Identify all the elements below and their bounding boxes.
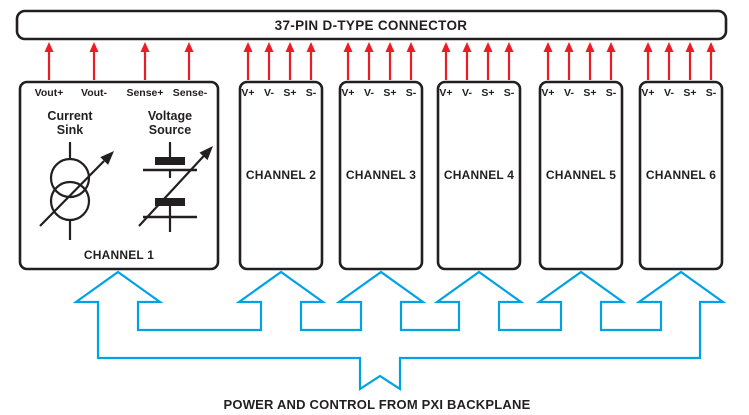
channel-6-pin-label: V- [664,87,674,99]
backplane-caption: POWER AND CONTROL FROM PXI BACKPLANE [224,397,531,412]
channel-6-pin-label: S+ [683,87,696,99]
channel-6-pin-arrow [685,42,695,80]
channel-3-pin-arrow [364,42,374,80]
channel-1-pin-arrow [44,42,54,80]
dtype-connector-box [15,9,728,41]
channel-1-pin-arrow [184,42,194,80]
current-sink-label-line1: Current [47,109,93,123]
channel-5-pin-arrow [606,42,616,80]
channel-4-pin-arrow [483,42,493,80]
channel-2-pin-arrow [306,42,316,80]
channel-3-pin-arrow [406,42,416,80]
current-sink-label-line2: Sink [57,123,83,137]
channel-2-pin-arrow [243,42,253,80]
channel-6-pin-label: V+ [641,87,654,99]
channel-4-pin-arrow [504,42,514,80]
channel-6-pin-arrow [706,42,716,80]
channel-5-pin-arrow [585,42,595,80]
channel-5-box [538,80,624,271]
channel-2-pin-label: S+ [283,87,296,99]
channel-1-pin-label: Sense+ [126,87,163,99]
channel-1-pin-label: Vout- [81,87,108,99]
channel-6-pin-label: S- [706,87,717,99]
channel-5-pin-arrow [564,42,574,80]
channel-4-pin-label: V+ [439,87,452,99]
channel-5-name: CHANNEL 5 [546,168,616,182]
voltage-source-icon [138,142,213,232]
channel-5-pin-label: S+ [583,87,596,99]
channel-6-pin-arrow [643,42,653,80]
channels-group: CHANNEL 1 Vout+ Vout- Sense+ Sense- CHANNEL 2… [18,42,724,271]
dtype-connector-title: 37-PIN D-TYPE CONNECTOR [275,18,468,33]
channel-5-pin-label: S- [606,87,617,99]
channel-4-pin-label: V- [462,87,472,99]
channel-2-name: CHANNEL 2 [246,168,316,182]
channel-4-pin-label: S+ [481,87,494,99]
channel-6-box [638,80,724,271]
power-control-arrow [72,270,727,392]
channel-3-box [338,80,424,271]
channel-1-pin-arrow [140,42,150,80]
channel-1-name: CHANNEL 1 [84,248,154,262]
channel-2-pin-label: S- [306,87,317,99]
channel-3-pin-label: V- [364,87,374,99]
channel-5-pin-label: V+ [541,87,554,99]
channel-5-pin-arrow [543,42,553,80]
current-sink-icon [39,142,114,240]
channel-5-pin-label: V- [564,87,574,99]
voltage-source-label-line1: Voltage [148,109,192,123]
channel-1-pin-label: Vout+ [35,87,64,99]
channel-3-pin-label: V+ [341,87,354,99]
channel-2-pin-label: V- [264,87,274,99]
channel-2-box [238,80,324,271]
channel-4-box [436,80,522,271]
channel-6-name: CHANNEL 6 [646,168,716,182]
channel-2-pin-arrow [264,42,274,80]
channel-1-pin-arrow [89,42,99,80]
channel-3-name: CHANNEL 3 [346,168,416,182]
channel-3-pin-label: S+ [383,87,396,99]
channel-2-pin-label: V+ [241,87,254,99]
channel-3-pin-arrow [343,42,353,80]
channel-4-name: CHANNEL 4 [444,168,514,182]
channel-3-pin-label: S- [406,87,417,99]
channel-6-pin-arrow [664,42,674,80]
channel-3-pin-arrow [385,42,395,80]
channel-4-pin-arrow [441,42,451,80]
voltage-source-label-line2: Source [149,123,191,137]
channel-2-pin-arrow [285,42,295,80]
channel-4-pin-label: S- [504,87,515,99]
channel-4-pin-arrow [462,42,472,80]
channel-1-pin-label: Sense- [173,87,208,99]
